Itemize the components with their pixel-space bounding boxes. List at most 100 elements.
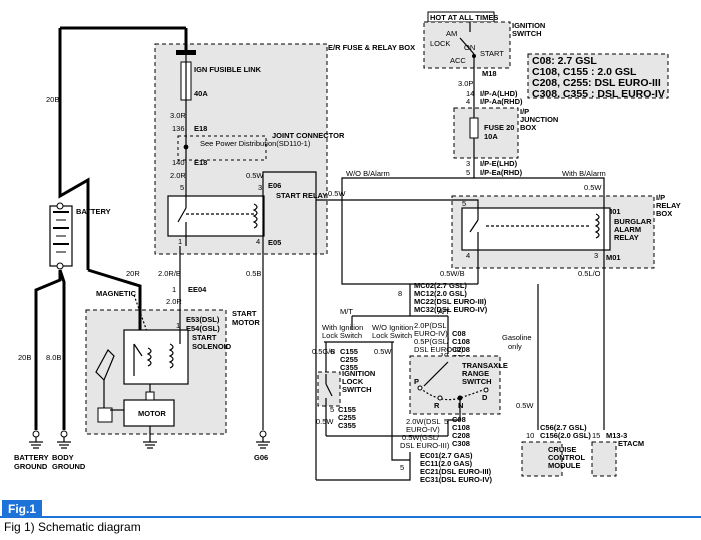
battery-ground-symbol (29, 430, 43, 449)
ign-on: ON (464, 43, 475, 52)
burglar-relay-label-3: RELAY (614, 233, 639, 242)
lock-c355-a: C355 (340, 363, 358, 372)
prnd-r: R (434, 401, 440, 410)
battery-ground-label-2: GROUND (14, 462, 48, 471)
transaxle-label-3: SWITCH (462, 377, 492, 386)
cruise-label-2: CONTROL (548, 453, 585, 462)
lock-pin6: 6 (330, 347, 334, 356)
ign-fusible-link-amp: 40A (194, 89, 208, 98)
at-label: A/T (438, 307, 450, 316)
transaxle-wire-d2: DSL EURO-III) (400, 441, 450, 450)
conn-m01-b: M01 (606, 253, 621, 262)
transaxle-c108: C108 (452, 337, 470, 346)
motor-pin1: 1 (176, 321, 180, 330)
balarm-pin5: 5 (462, 199, 466, 208)
ip-junction-label-1: I/P (520, 107, 529, 116)
conn-m01-a: M01 (606, 207, 621, 216)
wire-0-5b: 0.5B (246, 269, 261, 278)
legend-line-3: C208, C255: DSL EURO-III (532, 77, 661, 89)
ground-wire-20b: 20B (18, 353, 31, 362)
burglar-alarm-relay (461, 207, 611, 251)
gasoline-only-2: only (508, 342, 522, 351)
lock-c355-b: C355 (338, 421, 356, 430)
start-motor-label-2: MOTOR (232, 318, 260, 327)
wire-2-0rb: 2.0R/B (158, 269, 181, 278)
lock-c255-a: C255 (340, 355, 358, 364)
ip-term-ea: I/P-Ea(RHD) (480, 168, 523, 177)
start-motor-label-1: START (232, 309, 257, 318)
transaxle-c08b: C08 (452, 415, 466, 424)
joint-connector-label: JOINT CONNECTOR (272, 131, 345, 140)
conn-m18: M18 (482, 69, 497, 78)
balarm-pin3: 3 (594, 251, 598, 260)
ign-start: START (480, 49, 504, 58)
start-relay-pin3: 3 (258, 183, 262, 192)
ground-wire-8-0b: 8.0B (46, 353, 61, 362)
lock-c255-b: C255 (338, 413, 356, 422)
transaxle-label-2: RANGE (462, 369, 489, 378)
legend-line-2: C108, C155 : 2.0 GSL (532, 66, 637, 78)
ign-lock-label-3: SWITCH (342, 385, 372, 394)
pin-136: 136 (172, 124, 185, 133)
fuse-20-label: FUSE 20 (484, 123, 514, 132)
er-fuse-box-label: E/R FUSE & RELAY BOX (328, 43, 415, 52)
start-relay-pin1: 1 (178, 237, 182, 246)
ign-lock-label-1: IGNITION (342, 369, 375, 378)
mc-line-4: MC32(DSL EURO-IV) (414, 305, 488, 314)
ip-relay-box-label-1: I/P (656, 193, 665, 202)
ip-pin14: 14 (466, 89, 474, 98)
prnd-p: P (414, 377, 419, 386)
balarm-wire-left: 0.5W (328, 189, 346, 198)
cruise-control-module (521, 441, 563, 477)
wo-balarm: W/O B/Alarm (346, 169, 390, 178)
ip-junction-box (453, 107, 519, 159)
ip-term-a: I/P-A(LHD) (480, 89, 518, 98)
ign-fusible-link-symbol (176, 50, 196, 55)
lock-pin5: 5 (330, 405, 334, 414)
wo-ign-lock-2: Lock Switch (372, 331, 412, 340)
figure-divider (0, 516, 701, 518)
transaxle-wire-b2: DSL EURO-III) (414, 345, 464, 354)
conn-e18-b: E18 (194, 158, 207, 167)
wire-0-5lo: 0.5L/O (578, 269, 601, 278)
motor (123, 399, 175, 427)
ignition-switch-label-1: IGNITION (512, 21, 545, 30)
transaxle-wire-c1: 2.0W(DSL (406, 417, 441, 426)
prnd-n: N (458, 401, 463, 410)
with-ign-lock-1: With Ignition (322, 323, 363, 332)
mc-line-2: MC12(2.0 GSL) (414, 289, 467, 298)
motor-wire-20r: 20R (126, 269, 140, 278)
ip-term-e: I/P-E(LHD) (480, 159, 518, 168)
joint-connector-box (177, 135, 267, 161)
start-relay (167, 195, 265, 237)
conn-e06: E06 (268, 181, 281, 190)
lock-c155-a: C155 (340, 347, 358, 356)
wire-2-0r-b: 2.0R (166, 297, 182, 306)
figure-tag: Fig.1 (2, 500, 43, 518)
body-ground-label-1: BODY (52, 453, 74, 462)
battery-label: BATTERY (76, 207, 111, 216)
g06-label: G06 (254, 453, 268, 462)
ee04-pin: 1 (172, 285, 176, 294)
magnetic-label: MAGNETIC (96, 289, 137, 298)
conn-m13-3: M13-3 (606, 431, 627, 440)
start-solenoid-label-1: START (192, 333, 217, 342)
body-ground-label-2: GROUND (52, 462, 86, 471)
mc-pin: 8 (398, 289, 402, 298)
ip-pin3: 3 (466, 159, 470, 168)
start-relay-pin5: 5 (180, 183, 184, 192)
transaxle-c08: C08 (452, 329, 466, 338)
battery-wire-20b: 20B (46, 95, 59, 104)
motor-label: MOTOR (138, 409, 166, 418)
legend-box (527, 53, 669, 99)
lock-c155-b: C155 (338, 405, 356, 414)
start-relay-label: START RELAY (276, 191, 327, 200)
mc-line-3: MC22(DSL EURO-III) (414, 297, 487, 306)
mc-line-1: MC02(2.7 GSL) (414, 281, 467, 290)
ignition-switch-box (423, 21, 511, 69)
with-ign-lock-2: Lock Switch (322, 331, 362, 340)
wire-0-5wb: 0.5W/B (440, 269, 465, 278)
ign-fusible-link-label: IGN FUSIBLE LINK (194, 65, 262, 74)
start-solenoid-label-2: SOLENOID (192, 342, 232, 351)
ec-line-3: EC21(DSL EURO-III) (420, 467, 492, 476)
